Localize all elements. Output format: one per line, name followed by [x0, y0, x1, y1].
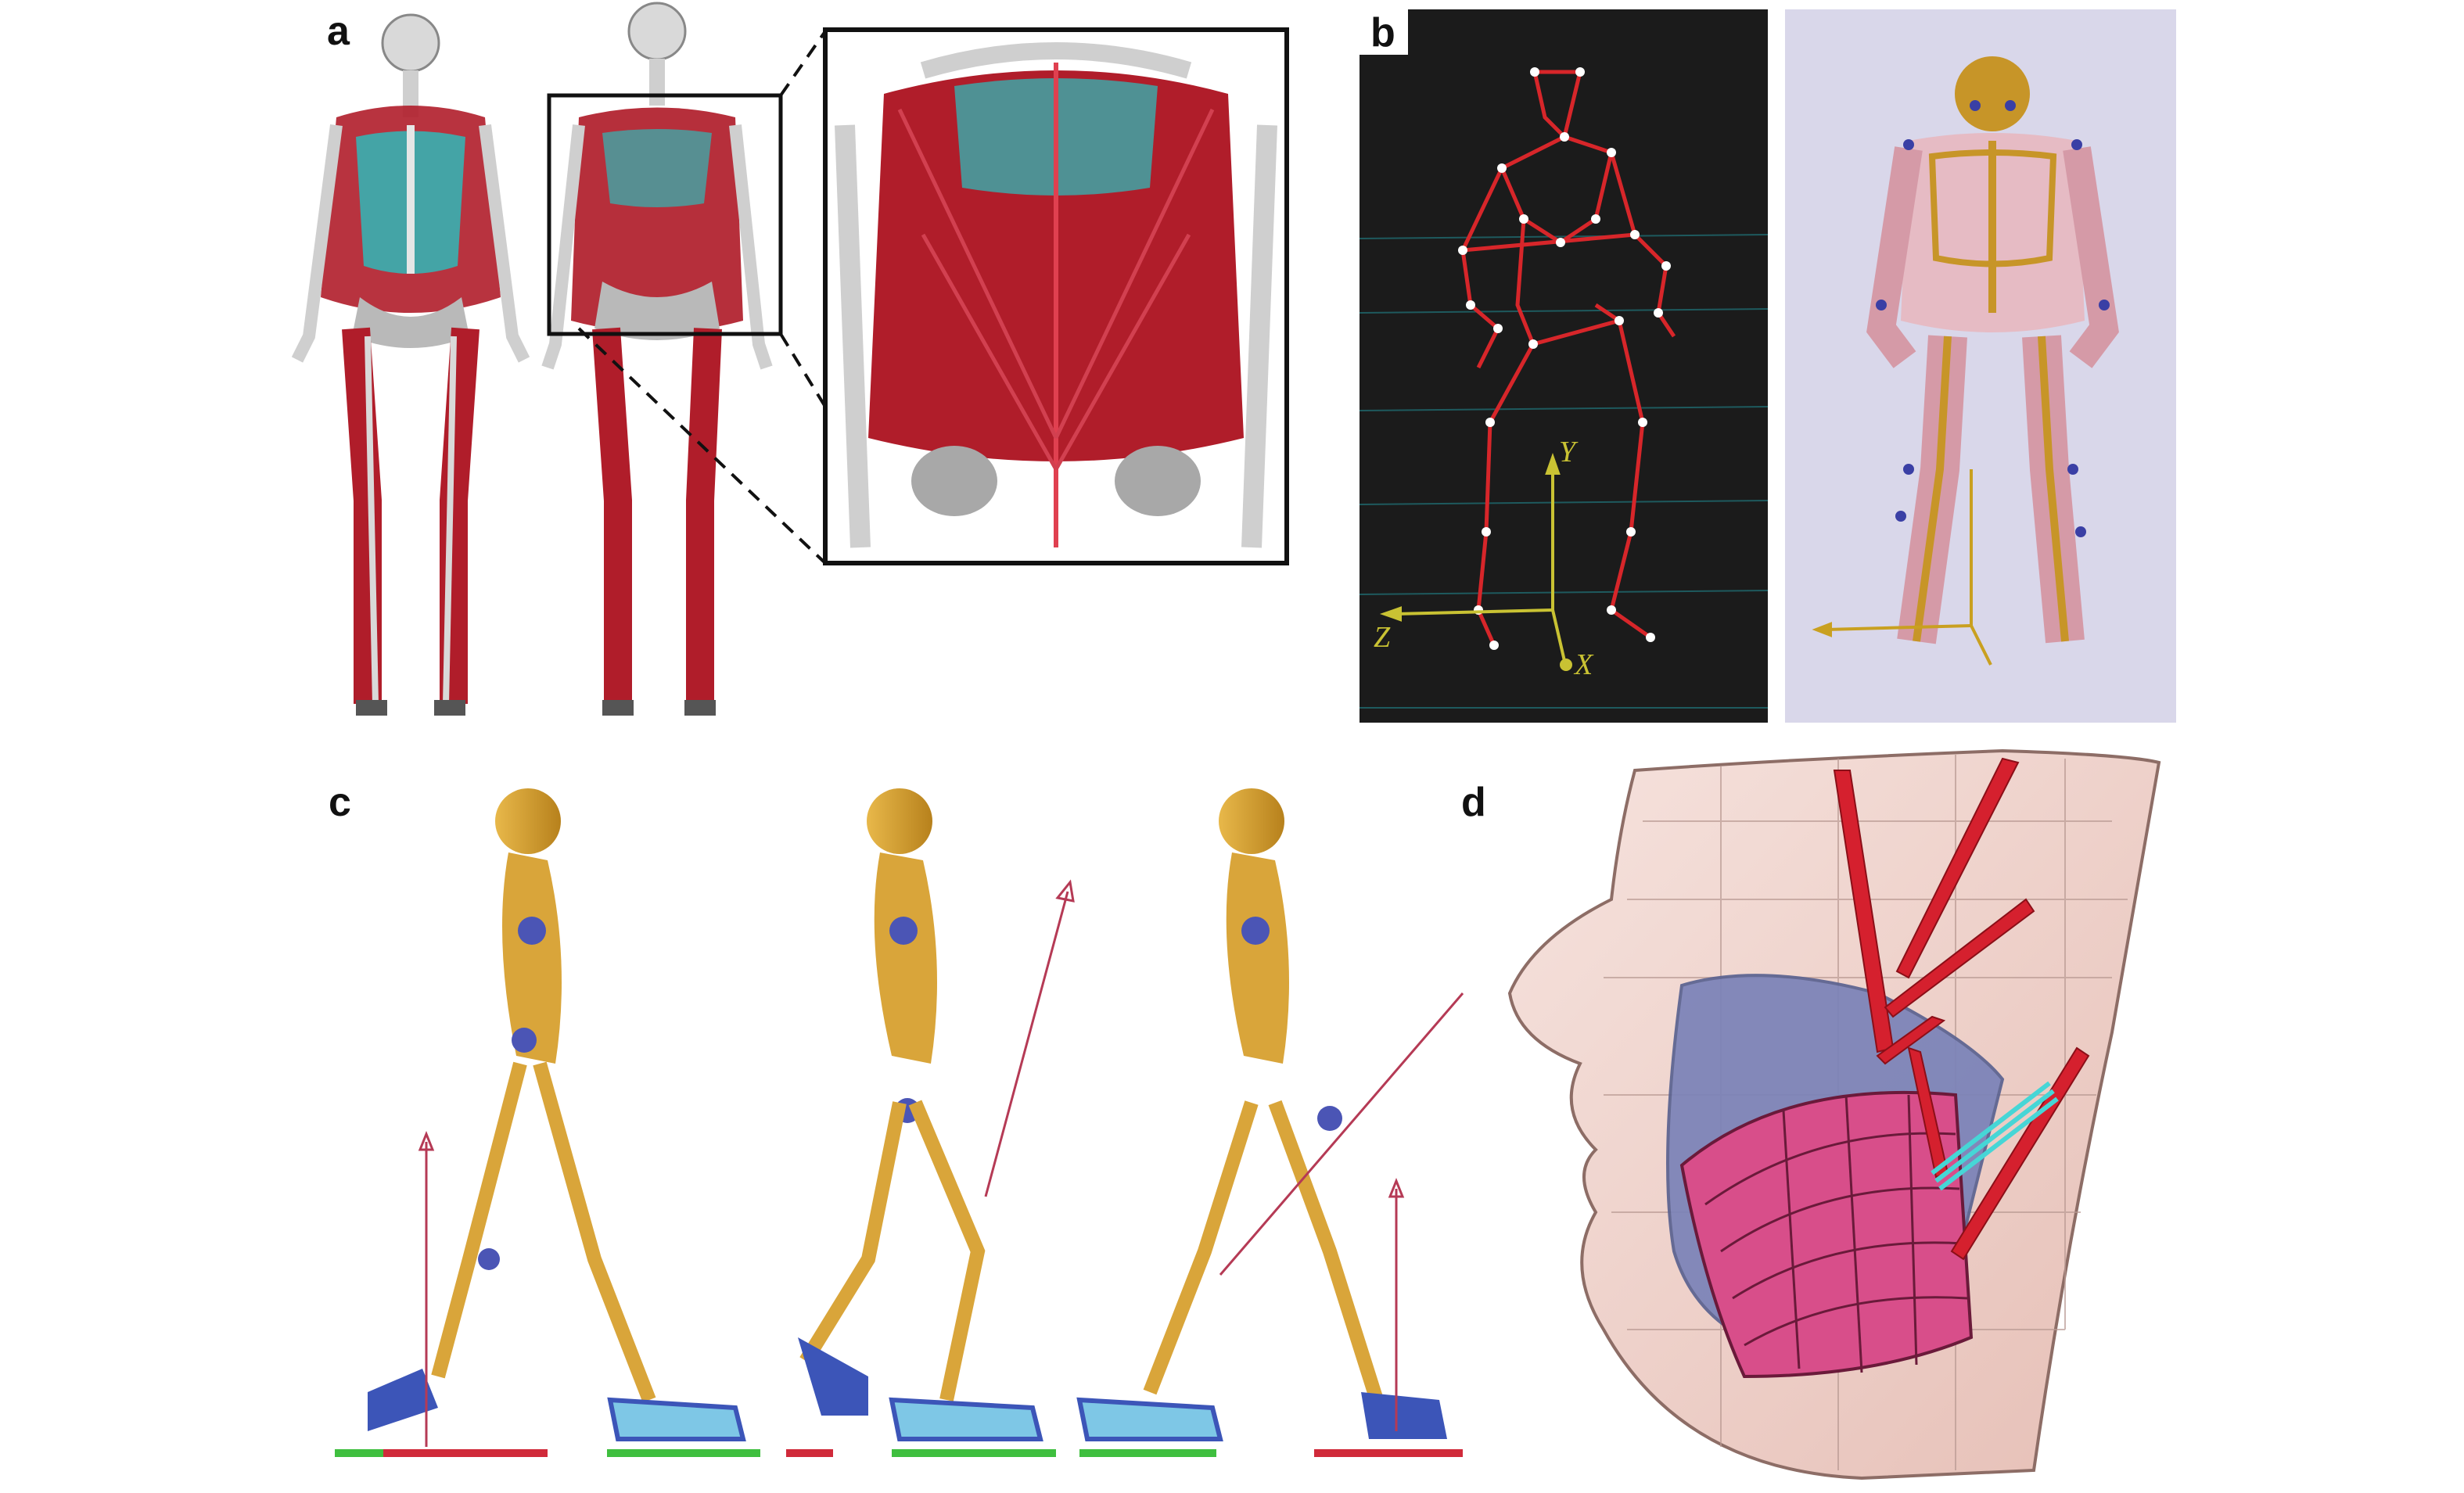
zoom-connector-diag: [577, 327, 827, 565]
cyan-muscle-bundle: [1931, 1081, 2059, 1191]
zoom-connector-top: [779, 30, 827, 97]
axes-triad: [1379, 452, 1572, 671]
panel-d: [1507, 748, 2161, 1480]
y-axis-label: Y: [1559, 436, 1579, 468]
panel-c: [335, 788, 1464, 1457]
musculoskeletal-model-front: [291, 13, 530, 716]
panel-b-background: [1360, 9, 1768, 723]
panel-label-a: a: [327, 9, 350, 54]
gait-model-2: [798, 788, 1075, 1441]
panel-a: [291, 2, 1289, 716]
panel-label-b: b: [1370, 10, 1395, 56]
tongue-mesh: [1679, 1090, 1974, 1379]
x-axis-label: X: [1573, 648, 1594, 681]
tongue-grid: [1704, 1094, 1968, 1373]
floor-grid: [1359, 234, 1769, 709]
gait-model-1: [368, 788, 746, 1447]
zoom-inset: [823, 27, 1289, 565]
ground-reaction-bars: [335, 1449, 1463, 1457]
stick-figure-markers: [1458, 67, 1671, 650]
panel-label-d: d: [1461, 780, 1486, 825]
zoom-selection-box: [547, 93, 783, 336]
musculoskeletal-model-back: [541, 2, 773, 716]
panel-b: Y Z X: [1359, 9, 2176, 723]
marker-driven-skeleton: [1812, 56, 2119, 666]
jaw-muscles: [1833, 757, 2090, 1261]
zoom-connector-bottom: [779, 332, 827, 408]
panel-label-c: c: [329, 780, 351, 825]
gait-model-3: [1076, 788, 1464, 1441]
z-axis-label: Z: [1374, 621, 1391, 654]
panel-label-b-box: [1360, 9, 1408, 55]
